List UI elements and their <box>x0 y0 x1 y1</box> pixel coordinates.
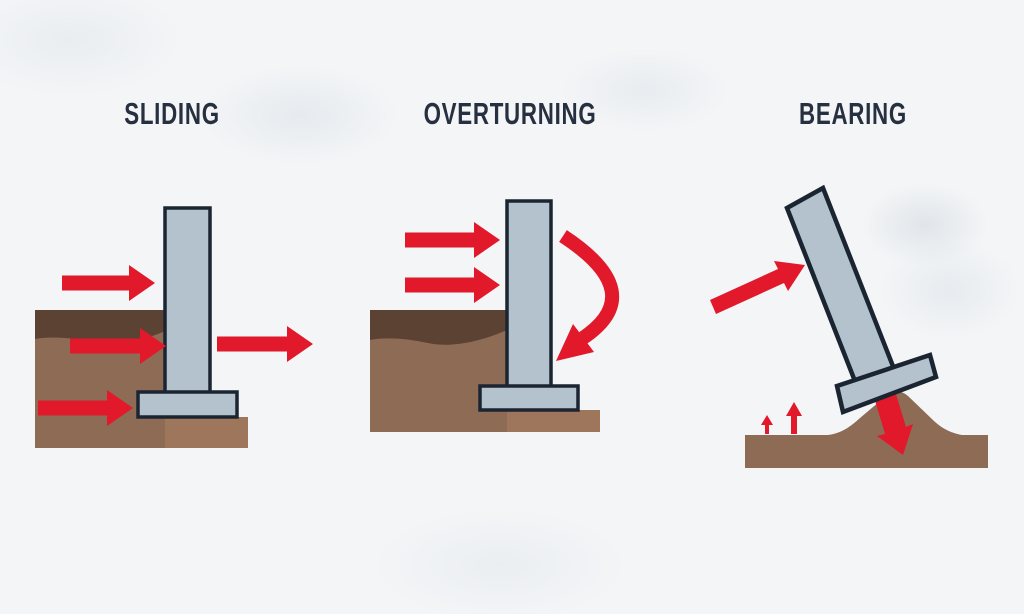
lateral-force-arrow-top <box>405 222 500 258</box>
soil-under-footing <box>165 417 248 448</box>
wall-stem <box>505 199 553 398</box>
overturning-rotation-arrowhead <box>556 324 594 361</box>
soil-under-footing <box>507 410 600 432</box>
bearing-panel <box>710 184 988 468</box>
overturning-rotation-arc <box>559 230 620 344</box>
lateral-force-arrow-top <box>62 265 155 301</box>
wall-stem <box>163 206 212 400</box>
lateral-force-arrow-bottom <box>38 390 133 426</box>
topsoil-layer <box>370 310 507 345</box>
tilted-wall-stem <box>784 184 901 403</box>
panel-title-bearing: BEARING <box>799 96 907 131</box>
wall-footing <box>478 384 580 412</box>
topsoil-layer <box>35 310 165 344</box>
soil-strip-with-heave-mound <box>745 391 988 468</box>
wall-footing <box>136 390 239 419</box>
overturning-panel <box>370 199 620 432</box>
soil-heave-arrow-small <box>761 415 773 434</box>
bearing-pressure-arrow <box>874 391 913 455</box>
panel-title-sliding: SLIDING <box>124 96 220 131</box>
lateral-force-arrow-middle <box>70 328 166 364</box>
sliding-direction-arrow <box>217 326 313 362</box>
lateral-force-arrow-middle <box>405 267 500 303</box>
soil-heave-arrow-large <box>786 402 802 434</box>
sliding-panel <box>35 206 313 448</box>
tilted-wall-footing <box>834 352 939 416</box>
panel-title-overturning: OVERTURNING <box>423 96 597 131</box>
applied-load-arrow <box>710 261 805 314</box>
